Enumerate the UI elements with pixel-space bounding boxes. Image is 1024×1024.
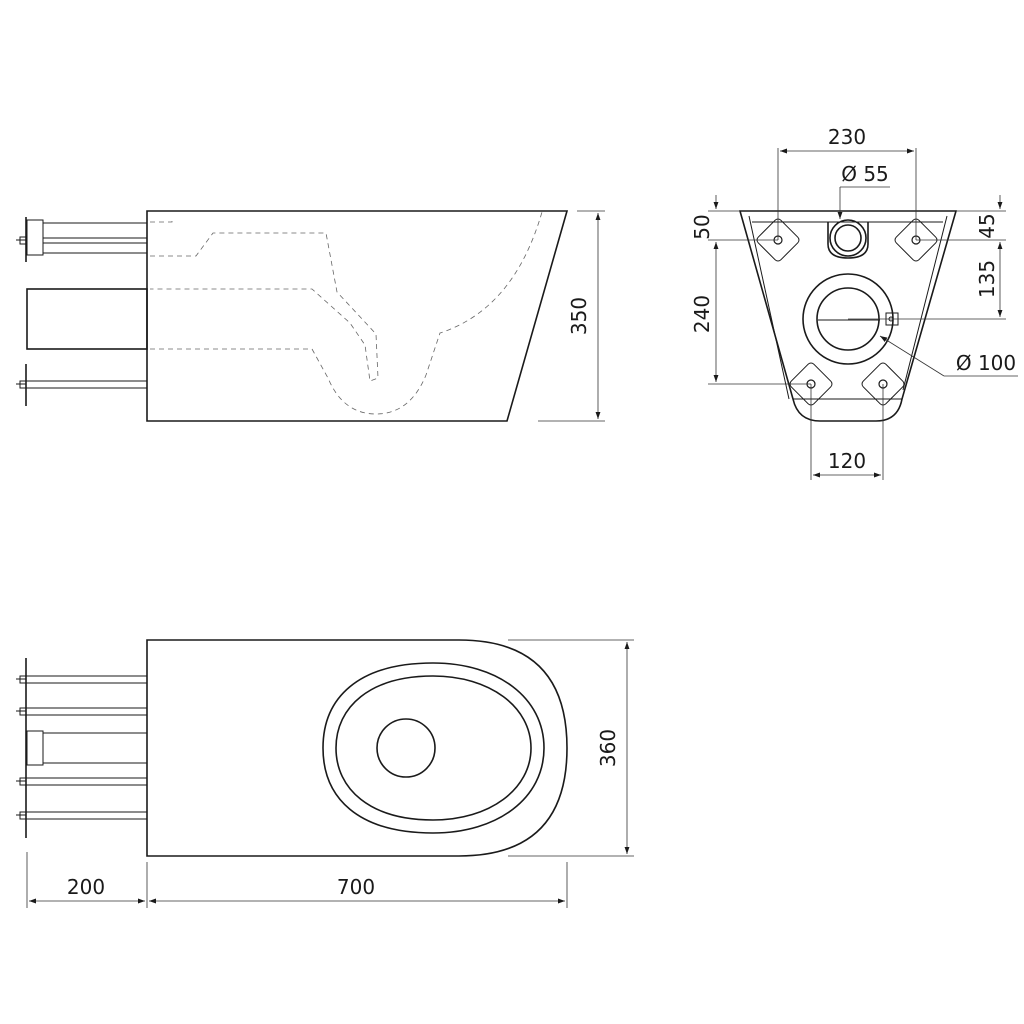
side-outlet-pipe xyxy=(26,288,148,350)
top-mounting-rods xyxy=(16,658,147,838)
front-fixing-plates xyxy=(756,218,938,406)
front-right-offset-lower-label: 135 xyxy=(975,260,999,298)
front-left-offset-lower-label: 240 xyxy=(690,295,714,333)
front-bowl-diameter-label: Ø 100 xyxy=(956,351,1016,375)
front-left-offset-top-label: 50 xyxy=(690,214,714,239)
front-outlet-diameter-label: Ø 55 xyxy=(841,162,889,186)
side-bowl-outline xyxy=(146,210,569,422)
side-view: 350 xyxy=(16,210,605,422)
side-height-label: 350 xyxy=(567,297,591,335)
front-width-top-label: 230 xyxy=(828,125,866,149)
front-right-offset-top-label: 45 xyxy=(975,213,999,238)
top-bowl-outline xyxy=(146,639,568,857)
side-hidden-lines xyxy=(150,211,543,415)
top-outlet-hole xyxy=(376,718,436,778)
front-view: 230 Ø 55 50 240 45 135 Ø 100 120 xyxy=(690,125,1018,480)
top-bowl-rim xyxy=(322,662,545,834)
side-mounting-rods xyxy=(16,217,148,406)
top-bracket-depth-label: 200 xyxy=(67,875,105,899)
front-bowl-outline xyxy=(738,210,958,422)
front-outlet xyxy=(827,222,869,259)
top-view: 360 200 700 xyxy=(16,639,634,908)
top-length-label: 700 xyxy=(337,875,375,899)
front-width-bottom-label: 120 xyxy=(828,449,866,473)
top-width-label: 360 xyxy=(596,729,620,767)
top-bowl-basin xyxy=(335,675,532,821)
